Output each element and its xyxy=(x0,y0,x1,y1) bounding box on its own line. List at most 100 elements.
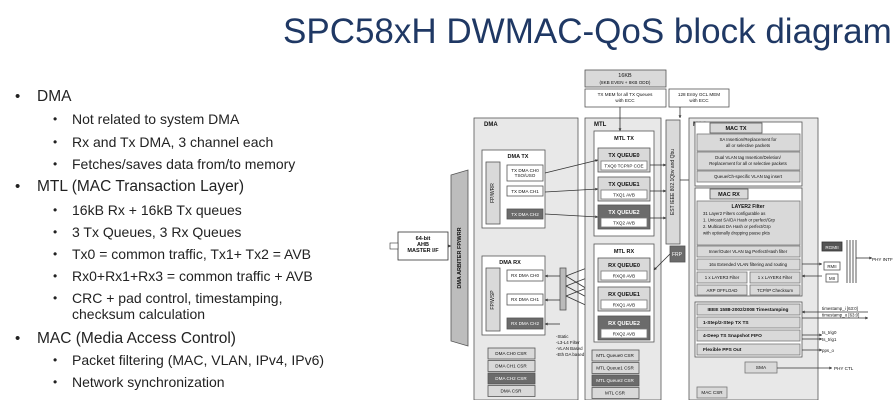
mtl-csr-label: MTL CSR xyxy=(605,391,626,396)
layer2-title: LAYER2 Filter xyxy=(732,204,765,210)
bullet-item: MAC (Media Access Control) xyxy=(37,330,236,347)
mac-csr-label: MAC CSR xyxy=(701,390,723,395)
pps-box xyxy=(696,343,801,356)
tx-path xyxy=(544,159,599,174)
tcp-cs-label: TCP/IP Checksum xyxy=(757,288,793,293)
bullet-marker: • xyxy=(53,375,58,389)
layer2-text: with optionally dropping pause pkts xyxy=(703,231,770,236)
bullet-item: DMA xyxy=(37,88,72,105)
mtl-csr-label: MTL Queue0 CSR xyxy=(596,353,634,358)
ahb-label: MASTER I/F xyxy=(407,248,439,254)
arp-label: ARP OFFLOAD xyxy=(707,288,738,293)
sig-pps-label: pps_o xyxy=(822,348,835,353)
mem-16kb-sub: (8KB EVEN + 8KB ODD) xyxy=(600,80,651,85)
ts1-label: 1-Step/2-Step TX TS xyxy=(703,320,749,326)
rx-dma-channel xyxy=(506,269,544,282)
dma-csr-box xyxy=(487,347,536,360)
vlan-inner-label: Inner/Outer VLAN tag Perfect/Hash filter xyxy=(709,249,788,254)
l3l4-note: -L3-L4 Filter xyxy=(556,340,580,345)
tx-queue-label: TX QUEUE2 xyxy=(608,210,639,216)
tx-queue-sub xyxy=(600,160,648,171)
bullet-marker: • xyxy=(15,88,21,105)
mtl-csr-label: MTL Queue1 CSR xyxy=(596,366,634,371)
ts2-label: 4-Deep TS Snapshot FIFO xyxy=(703,333,762,339)
arrow-head xyxy=(819,262,822,266)
rx-dma-channel-label: RX DMA CH1 xyxy=(511,297,540,302)
layer3-box xyxy=(696,271,748,284)
tcp-cs-box xyxy=(749,284,801,296)
rx-dma-channel-label: RX DMA CH2 xyxy=(511,321,540,326)
mac-rx-title-box xyxy=(709,188,749,200)
page-title: SPC58xH DWMAC-QoS block diagram xyxy=(283,12,892,51)
arrow-head xyxy=(678,115,682,118)
ahb-label: AHB xyxy=(417,242,429,248)
tx-mem-label: with ECC xyxy=(615,98,635,103)
gcl-mem-label: with ECC xyxy=(689,98,709,103)
mac-tx-item xyxy=(696,133,801,152)
mtl-rx-title: MTL RX xyxy=(614,249,635,255)
rx-queue-label: RX QUEUE1 xyxy=(608,292,640,298)
layer4-label: 1 x LAYER4 Filter xyxy=(758,275,793,280)
rx-queue-sub-label: RXQ2 AVB xyxy=(613,332,635,337)
ieee1588-label: IEEE 1588-2002/2008 Timestamping xyxy=(708,307,789,313)
sub-bullet-item: CRC + pad control, timestamping, checksu… xyxy=(72,290,283,322)
sig-ts-o-label: timestamp_o [63:0] xyxy=(822,313,859,318)
vlan-inner-box xyxy=(696,245,801,258)
layer2-box xyxy=(696,200,801,246)
layer2-text: 1. Unicast SA/DA Hash or perfect/Grp xyxy=(703,218,775,223)
vlan-ext-label: 16x Extended VLAN filtering and routing xyxy=(709,262,788,267)
arrow-head xyxy=(618,128,622,131)
tx-path xyxy=(544,188,599,193)
phy-ctl-label: PHY CTL xyxy=(834,366,854,371)
arrow-head xyxy=(829,366,832,370)
arrow-head xyxy=(663,163,666,167)
mtl-csr-box xyxy=(591,362,640,374)
rmii-label: RMII xyxy=(827,264,836,269)
mem-16kb-label: 16KB xyxy=(618,73,632,79)
tx-queue-sub xyxy=(600,189,648,200)
bullet-marker: • xyxy=(53,225,58,239)
bullet-marker: • xyxy=(53,157,58,171)
sig-ts-i-label: timestamp_i [63:0] xyxy=(822,306,858,311)
tx-dma-channel-label: TX DMA CH0 xyxy=(511,168,539,173)
dma-csr-label: DMA CSR xyxy=(501,389,523,394)
dma-csr-box xyxy=(487,360,536,372)
est-label: EST IEEE 802.1Qbv and Qbu xyxy=(670,149,676,215)
tx-dma-channel-label: TX DMA CH2 xyxy=(511,212,539,217)
bullet-marker: • xyxy=(15,178,21,195)
pps-label: Flexible PPS Out xyxy=(703,347,742,353)
gcl-mem-box xyxy=(668,88,730,108)
rx-queue-sub-label: RXQ1 AVB xyxy=(613,303,635,308)
fp-wsp-box xyxy=(485,267,501,332)
rgmii-box xyxy=(821,241,843,252)
rx-dma-channel xyxy=(506,293,544,306)
ts2-box xyxy=(696,329,801,342)
dma-arbiter-label: DMA ARBITER FP/WRR xyxy=(457,227,463,288)
arrow-head xyxy=(819,333,822,337)
mac-tx-item-label: SA Insertion/Replacement for xyxy=(719,137,777,142)
tx-mem-label: TX MEM for all TX Queues xyxy=(598,92,654,97)
sma-label: SMA xyxy=(756,365,767,371)
arp-box xyxy=(696,284,748,296)
phy-intf-label: PHY INTF xyxy=(872,257,893,262)
arrow-head xyxy=(545,274,548,278)
mac-tx-item xyxy=(696,170,801,183)
tx-mem-box xyxy=(584,88,667,108)
tx-queue-sub xyxy=(600,217,648,228)
bullet-marker: • xyxy=(53,291,58,305)
mtl-tx-title: MTL TX xyxy=(614,136,634,142)
arrow-head xyxy=(663,216,666,220)
tx-queue-sub-label: TXQ1 AVB xyxy=(613,193,635,198)
tx-path xyxy=(544,213,599,218)
tso-label: TSO/USO xyxy=(515,173,536,178)
sub-bullet-item: Network synchronization xyxy=(72,374,225,390)
rgmii-label: RGMII xyxy=(825,245,838,250)
l3l4-note: -VLAN Based xyxy=(556,346,583,351)
mac-tx-item-label: all or selective packets xyxy=(726,143,771,148)
rx-queue-sub xyxy=(600,328,648,339)
ts1-box xyxy=(696,316,801,329)
bullet-marker: • xyxy=(53,112,58,126)
fp-wsp-label: FP/WSP xyxy=(490,290,496,310)
rx-dma-channel-label: RX DMA CH0 xyxy=(511,273,540,278)
bullet-marker: • xyxy=(53,247,58,261)
